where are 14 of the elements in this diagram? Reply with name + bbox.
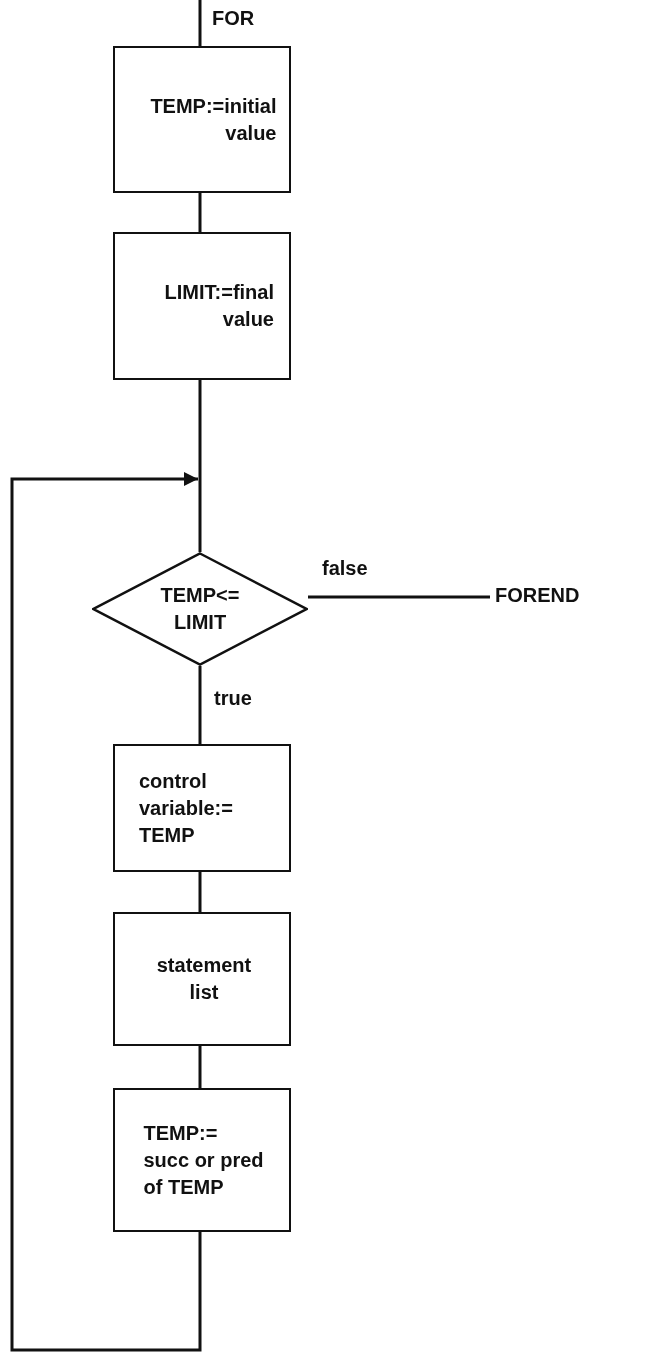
terminal-label: FOR	[212, 6, 256, 31]
statement-text: statement list	[155, 953, 253, 1005]
decision-diamond	[92, 552, 308, 666]
process-box	[113, 912, 291, 1046]
statement-text: control variable:= TEMP	[139, 768, 234, 848]
statement-text: LIMIT:=final value	[163, 280, 274, 332]
process-box	[113, 232, 291, 380]
process-box	[113, 46, 291, 193]
condition-text: TEMP<= LIMIT	[159, 583, 241, 635]
process-box	[113, 744, 291, 872]
process-box	[113, 1088, 291, 1232]
statement-text: TEMP:= succ or pred of TEMP	[143, 1120, 265, 1200]
statement-text: TEMP:=initial value	[149, 93, 277, 146]
terminal-label: FOREND	[495, 582, 581, 608]
